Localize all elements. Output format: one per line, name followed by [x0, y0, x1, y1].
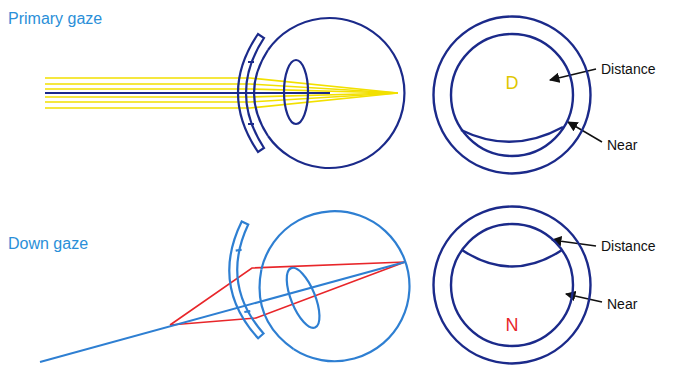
light-ray	[45, 89, 398, 93]
lens-front-view: D	[432, 15, 592, 175]
lens-edge	[434, 17, 591, 174]
eye-side-view	[238, 18, 404, 168]
lens-edge	[434, 207, 591, 364]
leader-lines	[550, 69, 602, 302]
eyeball	[249, 189, 432, 371]
lens-outline	[432, 205, 592, 365]
crystalline-lens	[284, 60, 308, 124]
light-rays	[45, 78, 398, 108]
light-ray	[45, 84, 398, 93]
lens-front-view: N	[432, 205, 592, 365]
light-ray	[45, 93, 398, 102]
zone-letter: N	[506, 315, 519, 335]
zone-label: Distance	[601, 61, 655, 77]
eyeball	[268, 18, 404, 168]
lens-segment-line	[248, 62, 254, 124]
eye-side-view	[222, 189, 432, 371]
visual-axis	[45, 92, 330, 94]
row-label: Down gaze	[8, 236, 88, 252]
zone-label: Near	[607, 296, 637, 312]
crystalline-lens	[280, 264, 326, 332]
cornea	[254, 50, 268, 136]
zone-label: Distance	[601, 238, 655, 254]
lens-segment-line	[236, 250, 251, 312]
lens-outline	[432, 15, 592, 175]
optic-zone	[451, 224, 573, 346]
contact-lens	[238, 34, 264, 152]
zone-label: Near	[607, 137, 637, 153]
segment-line	[461, 127, 563, 142]
visual-axis	[40, 262, 405, 362]
optic-zone	[451, 34, 573, 156]
light-ray	[45, 78, 398, 93]
light-ray	[45, 93, 398, 108]
row-label: Primary gaze	[8, 11, 102, 27]
contact-lens	[222, 221, 264, 341]
zone-letter: D	[506, 73, 519, 93]
segment-line	[462, 250, 562, 267]
